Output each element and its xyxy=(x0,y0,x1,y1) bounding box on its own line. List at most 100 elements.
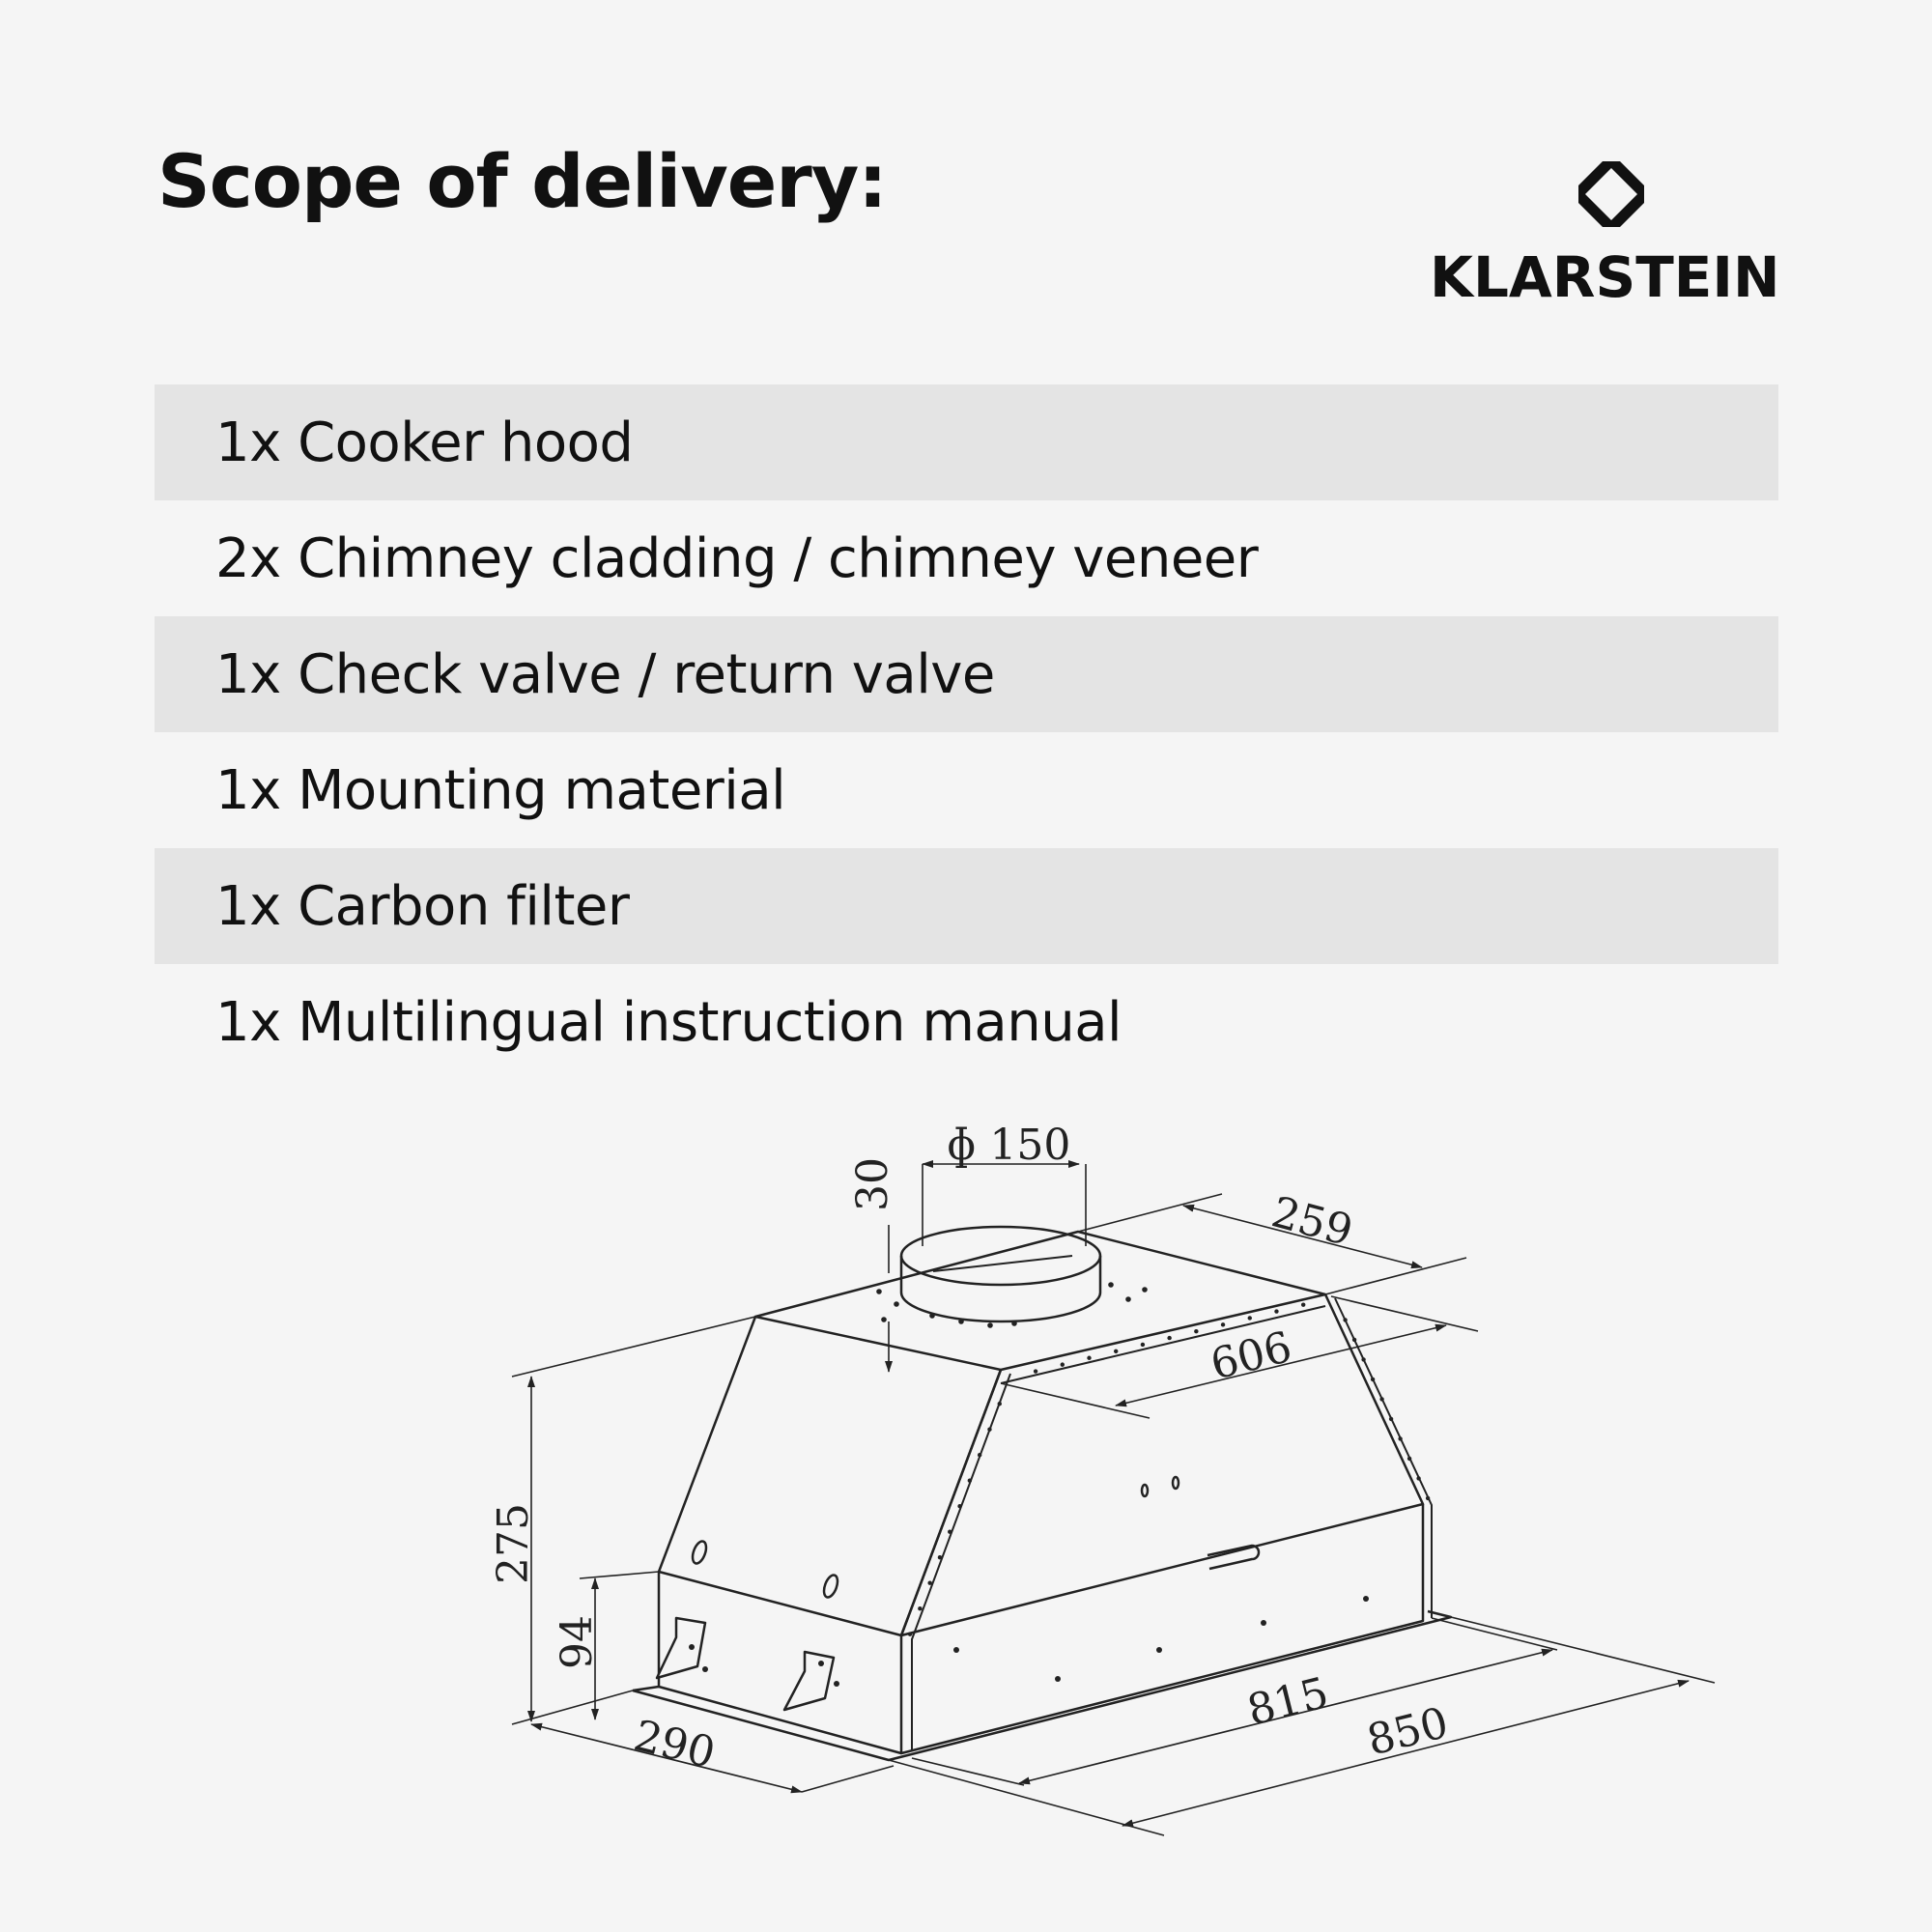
front-hole xyxy=(1140,1483,1150,1498)
dim-label-collar-height: 30 xyxy=(848,1157,897,1211)
trim-rivet xyxy=(1033,1369,1038,1374)
dim-label-total-height: 275 xyxy=(489,1503,538,1584)
trim-rivet xyxy=(907,1632,913,1636)
trim-rivet xyxy=(967,1478,973,1483)
trim-rivet xyxy=(1060,1362,1065,1367)
delivery-item-text: 2x Chimney cladding / chimney veneer xyxy=(215,526,1259,590)
trim-rivet xyxy=(957,1504,962,1509)
screw-hole xyxy=(1363,1596,1369,1602)
delivery-item-text: 1x Carbon filter xyxy=(215,874,630,938)
screw-hole xyxy=(702,1666,708,1672)
trim-rivet xyxy=(1300,1302,1306,1307)
dim-label-bottom-depth: 290 xyxy=(629,1711,720,1778)
dim-label-total-width: 850 xyxy=(1362,1698,1453,1766)
delivery-item: 1x Carbon filter xyxy=(155,848,1778,964)
trim-rivet xyxy=(977,1453,982,1458)
control-switch xyxy=(782,1650,836,1712)
ext-line xyxy=(1077,1193,1467,1295)
delivery-item-text: 1x Mounting material xyxy=(215,758,786,822)
check-valve-flap xyxy=(932,1255,1073,1272)
front-hole xyxy=(1171,1475,1180,1491)
trim-rivet xyxy=(1398,1436,1403,1441)
brand-name: KLARSTEIN xyxy=(1430,244,1780,310)
delivery-item-text: 1x Cooker hood xyxy=(215,411,634,474)
delivery-item: 1x Check valve / return valve xyxy=(155,616,1778,732)
delivery-item: 1x Multilingual instruction manual xyxy=(155,964,1778,1080)
vent-hole xyxy=(958,1319,964,1324)
trim-rivet xyxy=(1406,1456,1412,1462)
control-switch xyxy=(655,1616,707,1680)
screw-hole xyxy=(1156,1647,1162,1653)
page-title: Scope of delivery: xyxy=(157,138,888,224)
trim-rivet xyxy=(987,1427,992,1432)
trim-rivet xyxy=(1140,1342,1146,1348)
dimension-lines xyxy=(511,1160,1716,1836)
trim-rivet xyxy=(1274,1309,1279,1314)
screw-hole xyxy=(1261,1620,1266,1626)
trim-rivet xyxy=(937,1555,943,1560)
dim-label-top-width: 606 xyxy=(1206,1322,1296,1390)
trim-rivet xyxy=(1351,1337,1357,1343)
trim-rivet xyxy=(1425,1495,1431,1501)
hood-edge-trim xyxy=(911,1297,1433,1750)
ext-line xyxy=(1000,1295,1479,1419)
screw-hole xyxy=(689,1644,695,1650)
hood-lower-front xyxy=(899,1504,1425,1755)
hood-left-slope xyxy=(657,1316,1003,1637)
trim-rivet xyxy=(927,1580,932,1585)
trim-rivet xyxy=(997,1402,1002,1406)
dim-line-top-depth xyxy=(1182,1204,1423,1269)
dim-label-front-height: 94 xyxy=(553,1615,602,1669)
vent-hole xyxy=(1011,1321,1017,1326)
side-hole xyxy=(822,1574,839,1599)
delivery-list: 1x Cooker hood 2x Chimney cladding / chim… xyxy=(155,384,1778,1080)
side-hole xyxy=(691,1540,708,1565)
dim-line-top-width xyxy=(1115,1323,1447,1407)
vent-hole xyxy=(987,1322,993,1328)
dimension-labels: ɸ 150 30 259 606 275 94 290 815 850 xyxy=(489,1121,1453,1778)
trim-rivet xyxy=(948,1529,952,1534)
trim-rivet xyxy=(1379,1397,1384,1402)
trim-rivet xyxy=(1220,1322,1226,1327)
ext-line xyxy=(911,1617,1558,1786)
duct-collar-side xyxy=(899,1256,1102,1323)
dim-line-total-width xyxy=(1122,1679,1690,1828)
vent-hole xyxy=(894,1301,899,1307)
hood-body xyxy=(632,1225,1453,1762)
dim-line-bottom-depth xyxy=(530,1722,803,1794)
trim-rivet xyxy=(1167,1335,1172,1341)
klarstein-diamond-logo-icon xyxy=(1570,153,1653,236)
trim-rivet xyxy=(1361,1357,1366,1362)
vent-hole xyxy=(1142,1287,1148,1293)
screw-hole xyxy=(953,1647,959,1653)
trim-rivet xyxy=(1114,1349,1119,1354)
trim-rivet xyxy=(1194,1329,1199,1334)
delivery-item: 1x Mounting material xyxy=(155,732,1778,848)
brand-logo: KLARSTEIN xyxy=(1430,145,1797,309)
trim-rivet xyxy=(1370,1377,1376,1382)
vent-hole xyxy=(1108,1282,1114,1288)
ext-line xyxy=(922,1164,1087,1246)
screw-hole xyxy=(1055,1676,1061,1682)
delivery-item-text: 1x Multilingual instruction manual xyxy=(215,990,1122,1054)
ext-line xyxy=(579,1571,660,1579)
dim-label-body-width: 815 xyxy=(1242,1668,1333,1736)
front-slot xyxy=(1207,1544,1261,1571)
trim-rivet xyxy=(1087,1355,1092,1360)
ext-line xyxy=(511,1316,756,1725)
ext-line xyxy=(888,1616,1716,1836)
trim-rivet xyxy=(918,1606,923,1611)
delivery-item-text: 1x Check valve / return valve xyxy=(215,642,995,706)
trim-rivet xyxy=(1343,1318,1348,1322)
trim-rivet xyxy=(1247,1316,1252,1321)
ext-line xyxy=(801,1765,895,1793)
trim-rivet xyxy=(1416,1476,1421,1481)
trim-rivet xyxy=(1388,1416,1394,1422)
screw-hole xyxy=(834,1681,839,1687)
vent-hole xyxy=(1125,1296,1131,1302)
vent-hole xyxy=(929,1313,935,1319)
delivery-item: 2x Chimney cladding / chimney veneer xyxy=(155,500,1778,616)
vent-hole xyxy=(881,1317,887,1322)
hood-bottom-flange xyxy=(632,1609,1453,1762)
